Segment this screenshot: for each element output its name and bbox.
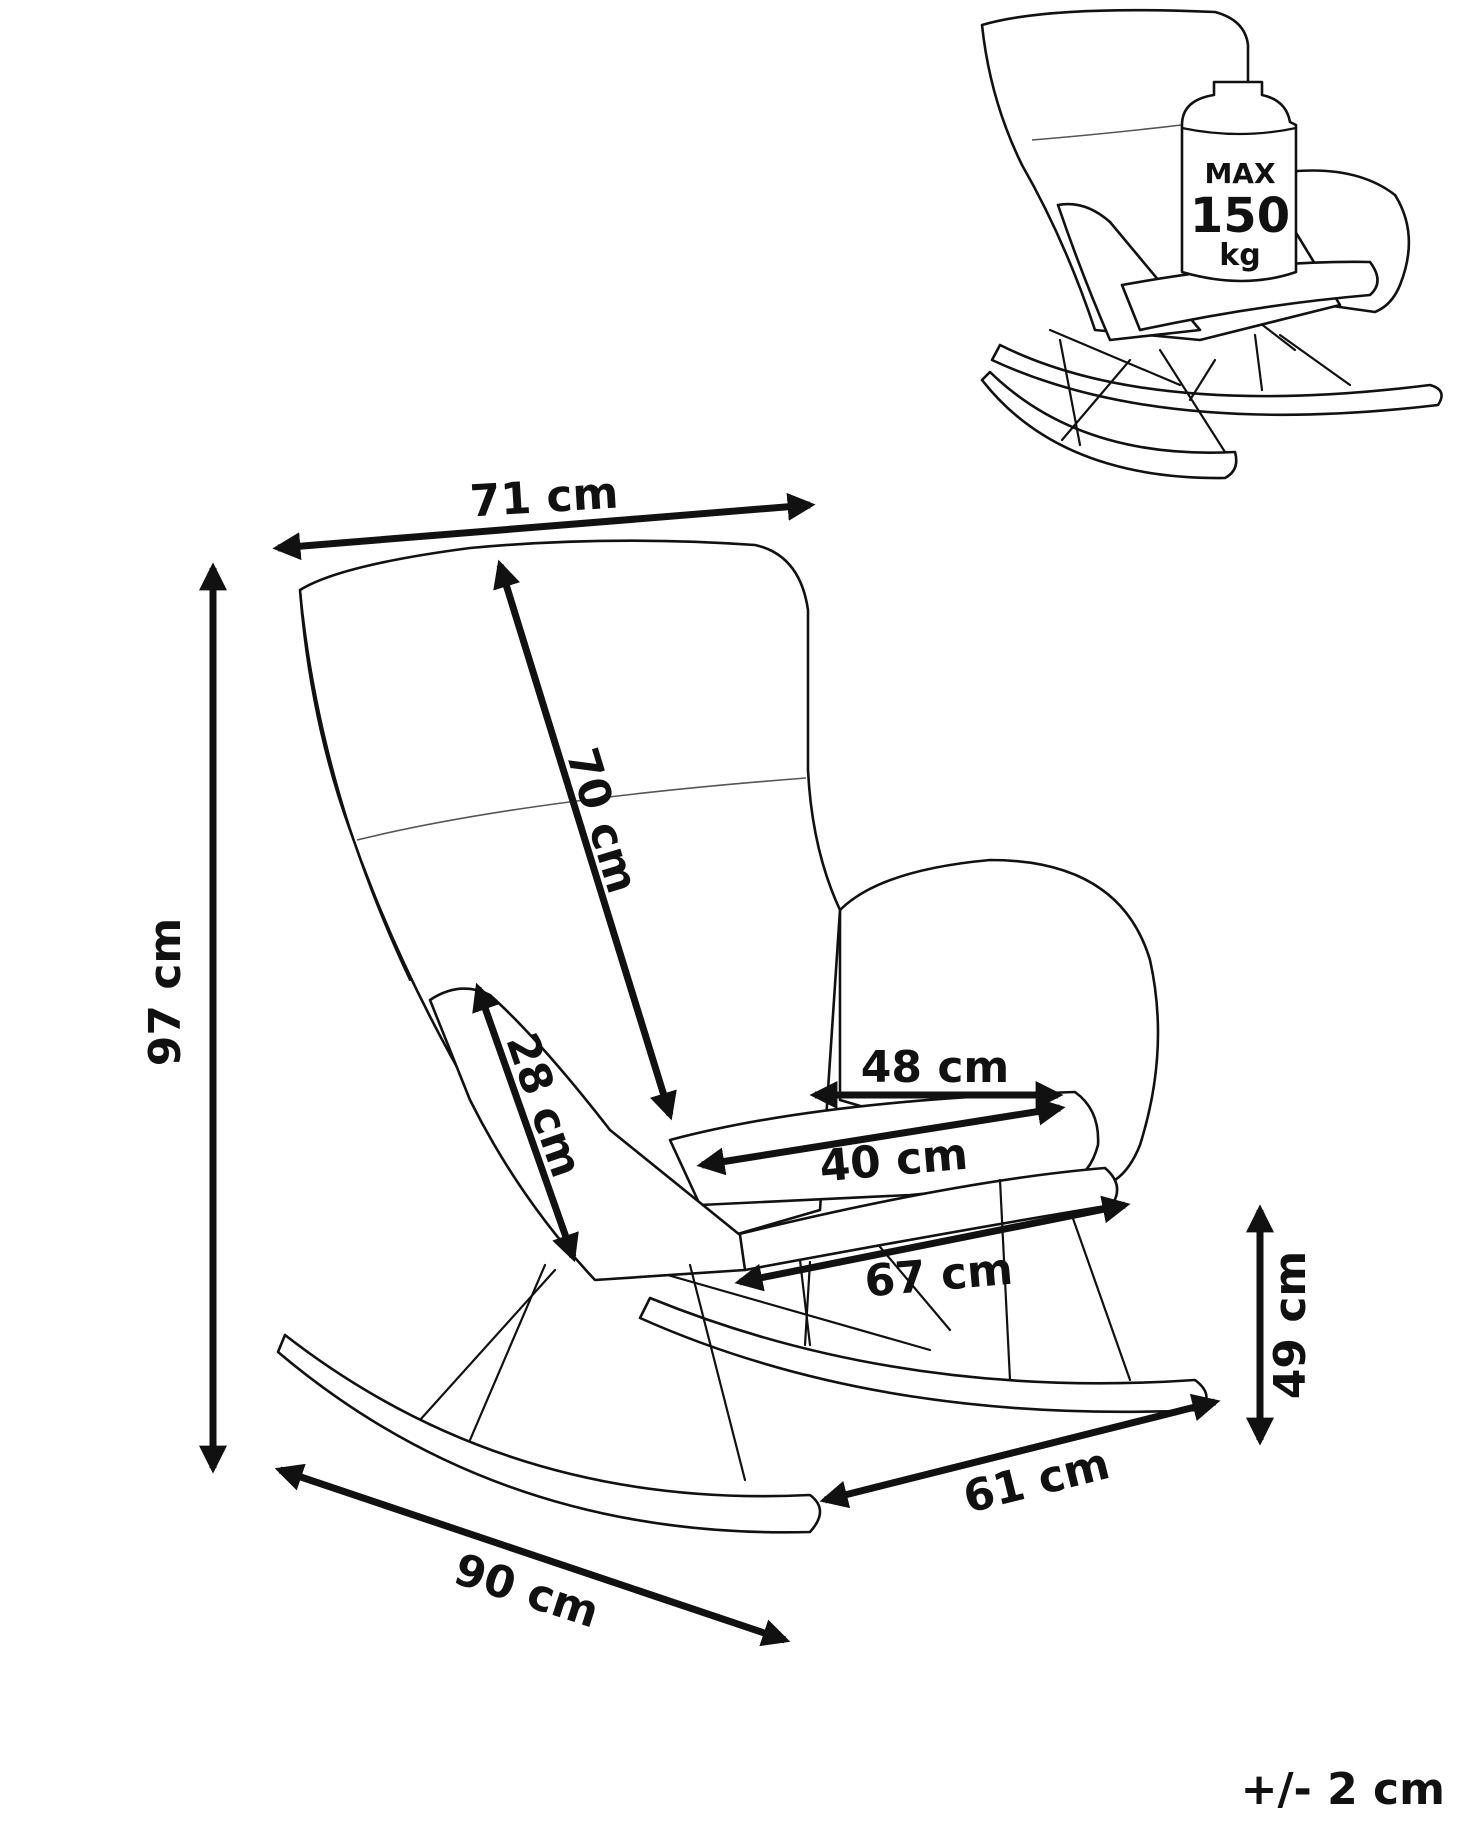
weight-max-label: MAX <box>1204 157 1276 190</box>
seat-height-label: 49 cm <box>1265 1251 1316 1399</box>
weight-unit-label: kg <box>1219 238 1260 273</box>
overall-width-label: 71 cm <box>468 468 619 528</box>
base-depth-label: 90 cm <box>448 1544 605 1638</box>
seat-depth-label: 48 cm <box>861 1042 1009 1093</box>
tolerance-label: +/- 2 cm <box>1241 1764 1445 1815</box>
weight-limit-badge: MAX 150 kg <box>1180 80 1298 283</box>
weight-value-label: 150 <box>1190 188 1290 244</box>
small-chair-illustration: MAX 150 kg <box>980 8 1443 480</box>
base-width-label: 61 cm <box>958 1438 1114 1523</box>
large-chair-illustration <box>276 539 1208 1534</box>
dimension-arrows <box>199 492 1274 1647</box>
overall-height-label: 97 cm <box>140 918 191 1066</box>
